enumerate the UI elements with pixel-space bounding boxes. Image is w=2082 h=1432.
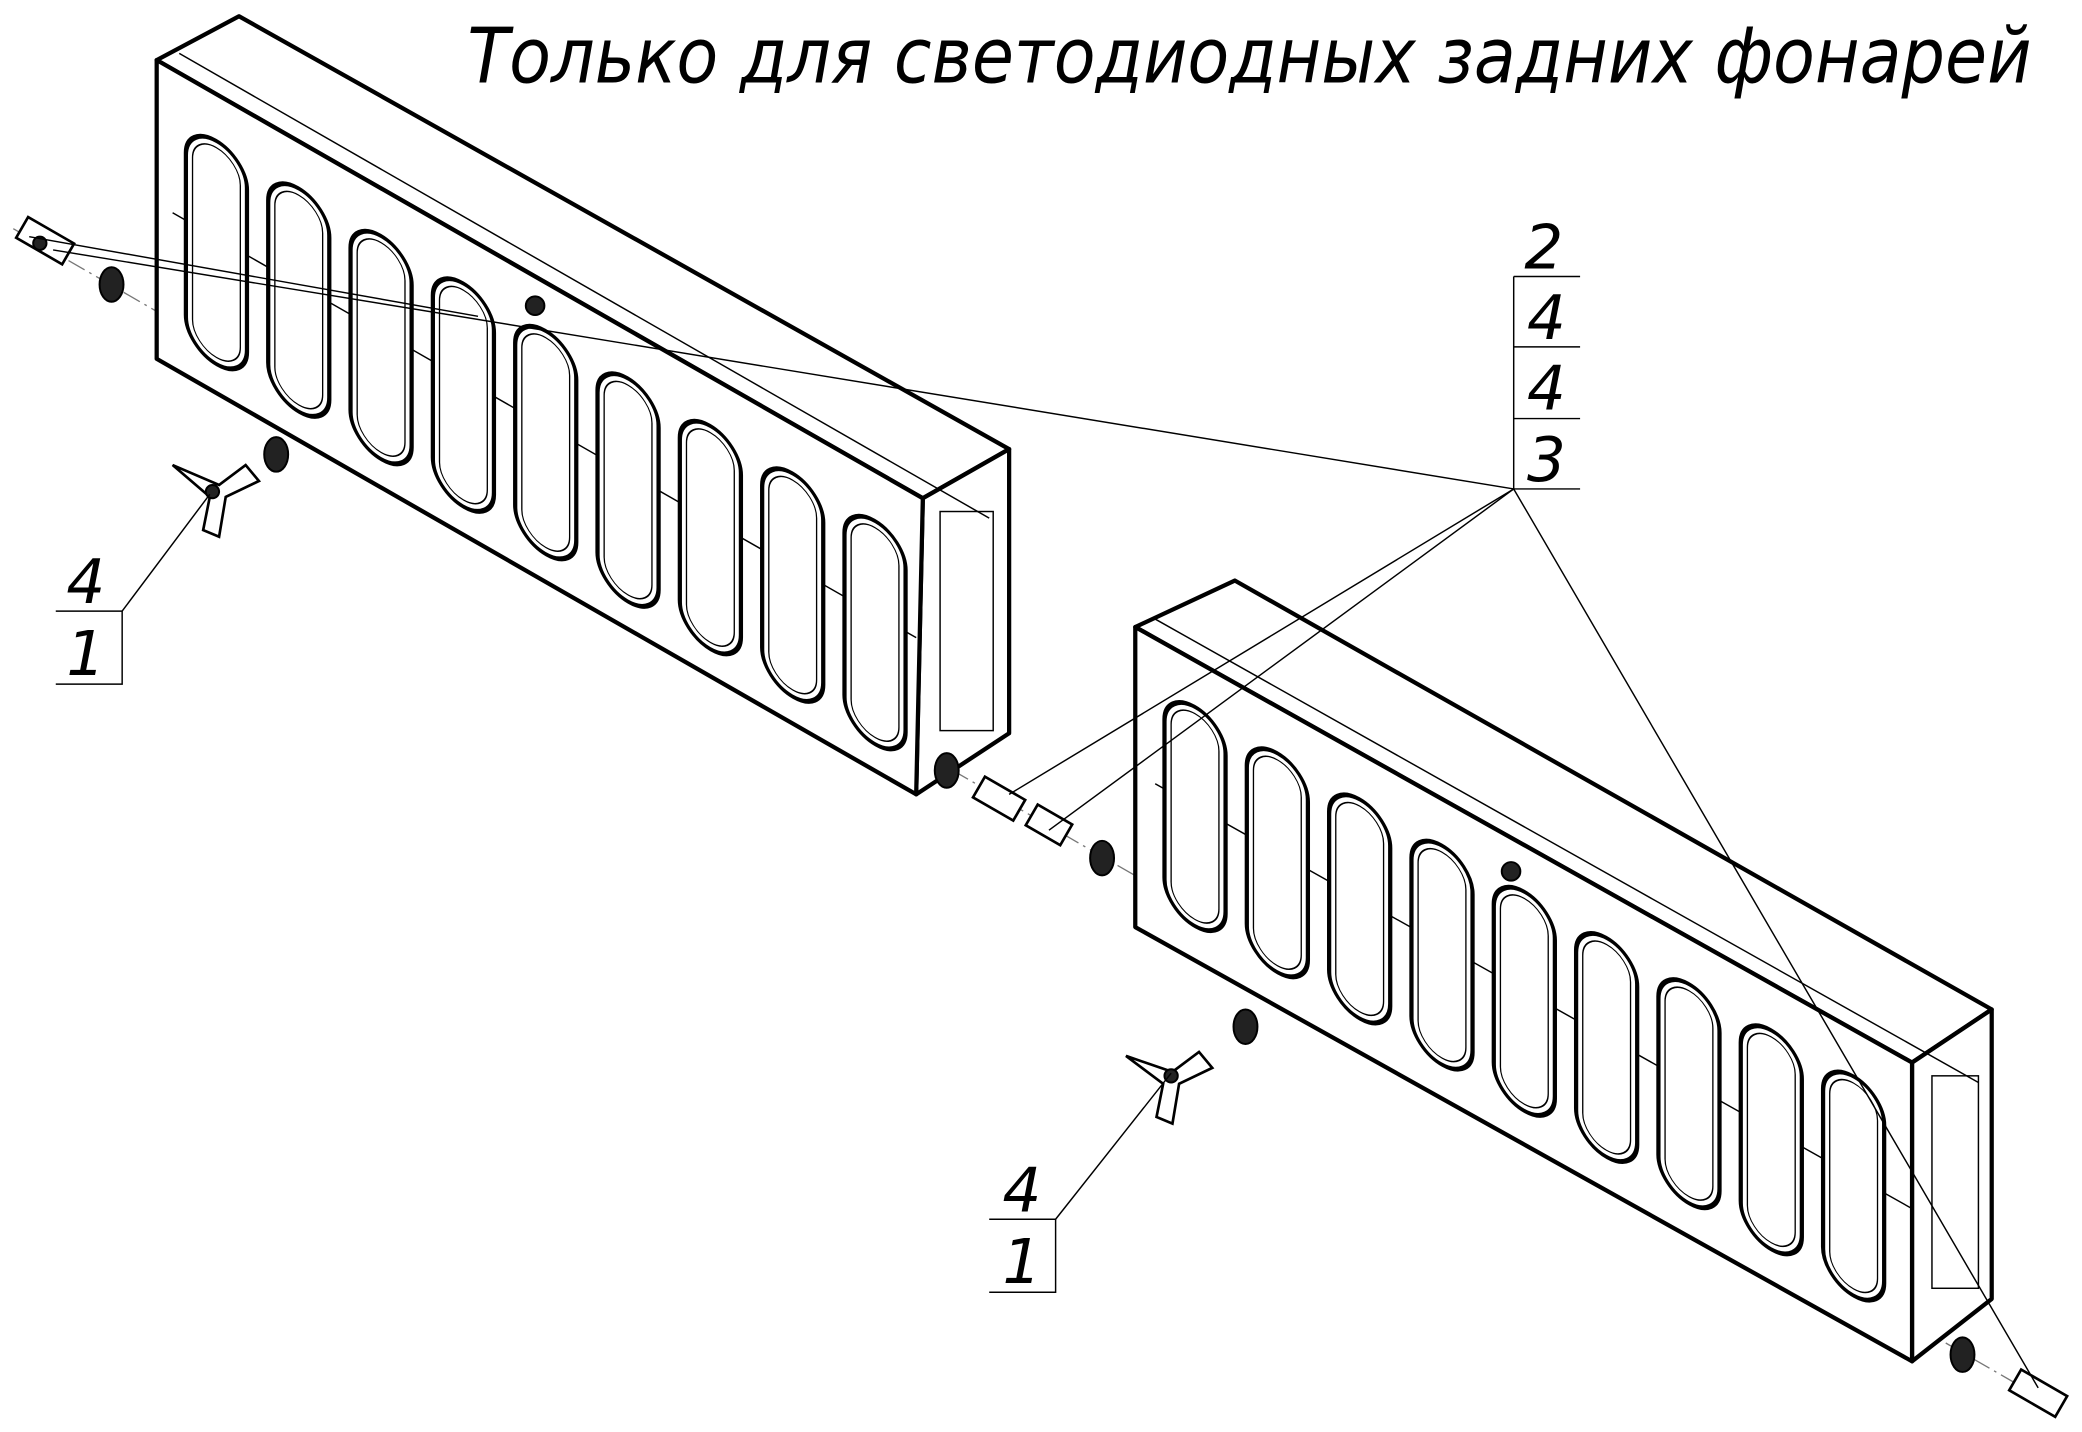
panel-side-face <box>914 446 1012 797</box>
lamp-slot <box>1573 931 1640 1164</box>
lamp-slot <box>1409 838 1475 1072</box>
callout-position: 4 <box>66 547 105 618</box>
lamp-slot-inner <box>1335 801 1385 1017</box>
lamp-slot-inner <box>850 523 900 742</box>
lamp-slot <box>1820 1069 1887 1303</box>
lamp-slot-inner <box>521 333 571 552</box>
lamp-holder-left <box>154 14 1012 797</box>
callout-position: 3 <box>1527 425 1566 496</box>
lamp-slot-inner <box>1499 894 1549 1109</box>
callout-position: 4 <box>1002 1155 1041 1226</box>
lamp-slot-inner <box>1746 1032 1796 1248</box>
lamp-slot-inner <box>1170 709 1220 924</box>
lamp-slot <box>760 466 826 704</box>
washer-icon <box>1949 1336 1976 1373</box>
washer-icon <box>98 266 125 303</box>
lamp-slot-inner <box>685 428 735 647</box>
lamp-slot-inner <box>603 380 653 600</box>
leader-lines <box>29 235 2039 1389</box>
lamp-slot-inner <box>1829 1078 1879 1294</box>
bolt-icon <box>14 215 76 267</box>
lamp-slot-inner <box>1664 986 1714 1201</box>
lamp-slot-inner <box>356 238 406 457</box>
bolt-icon <box>971 774 1027 823</box>
lamp-slot-inner <box>438 285 488 505</box>
lamp-slot <box>266 181 332 419</box>
washer-icon <box>933 752 960 789</box>
lamp-slot <box>1244 746 1311 980</box>
callout-position: 2 <box>1524 213 1563 284</box>
lamp-slot <box>348 228 414 467</box>
lamp-slot <box>677 418 744 657</box>
washer-icon <box>1232 1008 1259 1045</box>
fasteners <box>14 215 2069 1419</box>
wing-nut-icon <box>1125 1050 1215 1126</box>
callout-right-wingnut: 4 1 <box>989 1155 1057 1298</box>
lamp-slot <box>430 276 497 514</box>
lamp-slot <box>595 371 661 609</box>
callout-left-wingnut: 4 1 <box>55 547 123 690</box>
lamp-slot <box>1738 1023 1804 1257</box>
lamp-slot <box>513 323 579 562</box>
lamp-slot <box>1491 884 1557 1118</box>
panel-side-face <box>1909 1007 1994 1364</box>
callout-quantity: 1 <box>1002 1227 1041 1298</box>
lamp-slot <box>183 133 250 372</box>
lamp-holder-right <box>1133 578 1994 1364</box>
lamp-slot <box>1162 700 1228 934</box>
washer-icon <box>263 436 290 473</box>
callout-stack-center: 2 4 4 3 <box>1512 213 1581 496</box>
lamp-slot-inner <box>191 143 241 362</box>
washer-icon <box>1089 839 1116 877</box>
bolt-icon <box>2007 1367 2069 1419</box>
lamp-slot <box>842 513 908 752</box>
lamp-slot-inner <box>1582 940 1632 1155</box>
lamp-slot <box>1327 792 1393 1026</box>
callout-quantity: 4 <box>1527 283 1566 354</box>
lamp-slot-inner <box>1417 847 1467 1063</box>
lamp-slot <box>1656 977 1722 1211</box>
callout-position: 4 <box>1527 353 1566 424</box>
nut-icon <box>1023 802 1075 848</box>
lamp-slot-inner <box>1252 755 1302 970</box>
drawing-title: Только для светодиодных задних фонарей <box>467 13 2031 102</box>
callout-quantity: 1 <box>66 619 105 690</box>
lamp-slot-inner <box>768 475 818 695</box>
